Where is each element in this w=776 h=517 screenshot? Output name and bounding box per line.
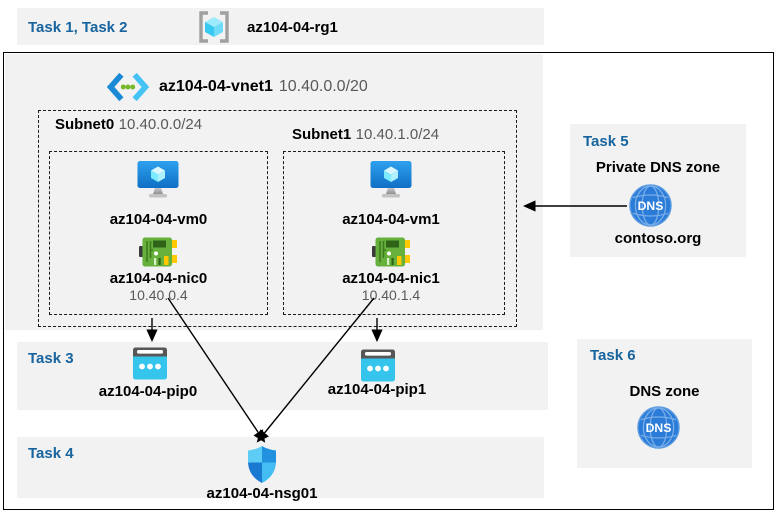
dns-zone-icon-text: DNS [646, 421, 672, 435]
nic1-icon [372, 237, 410, 267]
vnet-icon [106, 72, 150, 102]
dns-zone-title: DNS zone [629, 383, 700, 400]
vnet-cidr: 10.40.0.0/20 [278, 78, 368, 95]
task4-band [17, 437, 544, 498]
vm1-label: az104-04-vm1 [342, 211, 440, 228]
nic1-ip: 10.40.1.4 [361, 287, 421, 303]
task6-label: Task 6 [590, 347, 636, 364]
private-dns-zone-name: contoso.org [614, 230, 702, 247]
private-dns-icon: DNS [629, 184, 672, 227]
task5-label: Task 5 [583, 133, 629, 150]
task12-label: Task 1, Task 2 [28, 19, 128, 36]
vnet-zone [4, 53, 543, 330]
subnet0-label: Subnet0 10.40.0.0/24 [55, 116, 202, 134]
vm0-label: az104-04-vm0 [109, 211, 208, 228]
private-dns-zone-title: Private DNS zone [595, 159, 721, 176]
pip0-label: az104-04-pip0 [98, 383, 198, 400]
subnet0-inner-box [49, 151, 268, 315]
subnet1-label: Subnet1 10.40.1.0/24 [292, 126, 439, 144]
nsg-icon [248, 446, 276, 483]
subnet1-name: Subnet1 [292, 126, 352, 143]
vnet-header: az104-04-vnet1 10.40.0.0/20 [106, 70, 368, 104]
main-boundary [3, 52, 774, 510]
subnet1-inner-box [283, 151, 505, 315]
pip0-icon [133, 347, 167, 380]
task4-label: Task 4 [28, 445, 74, 462]
nic0-icon [139, 237, 177, 267]
resource-group-name: az104-04-rg1 [247, 19, 338, 36]
nsg-label: az104-04-nsg01 [206, 485, 318, 502]
subnet0-name: Subnet0 [55, 116, 115, 133]
subnet1-cidr: 10.40.1.0/24 [355, 126, 440, 143]
nic0-label: az104-04-nic0 [109, 270, 208, 287]
pip1-icon [361, 349, 395, 382]
dns-zone-icon: DNS [637, 406, 680, 449]
nic0-ip: 10.40.0.4 [129, 287, 188, 303]
resource-group-icon [199, 11, 229, 43]
task3-label: Task 3 [28, 350, 74, 367]
vm0-icon [137, 161, 179, 198]
resource-group-band: Task 1, Task 2 az104-04-rg1 [17, 8, 544, 45]
vm1-icon [370, 161, 412, 198]
nic1-label: az104-04-nic1 [342, 270, 440, 287]
private-dns-icon-text: DNS [638, 199, 664, 213]
pip1-label: az104-04-pip1 [327, 381, 427, 398]
task6-box: Task 6 DNS zone DNS [577, 339, 752, 468]
subnet0-cidr: 10.40.0.0/24 [118, 116, 203, 133]
vnet-name: az104-04-vnet1 [159, 78, 273, 95]
task5-box: Task 5 Private DNS zone DNS contoso.org [570, 124, 746, 257]
